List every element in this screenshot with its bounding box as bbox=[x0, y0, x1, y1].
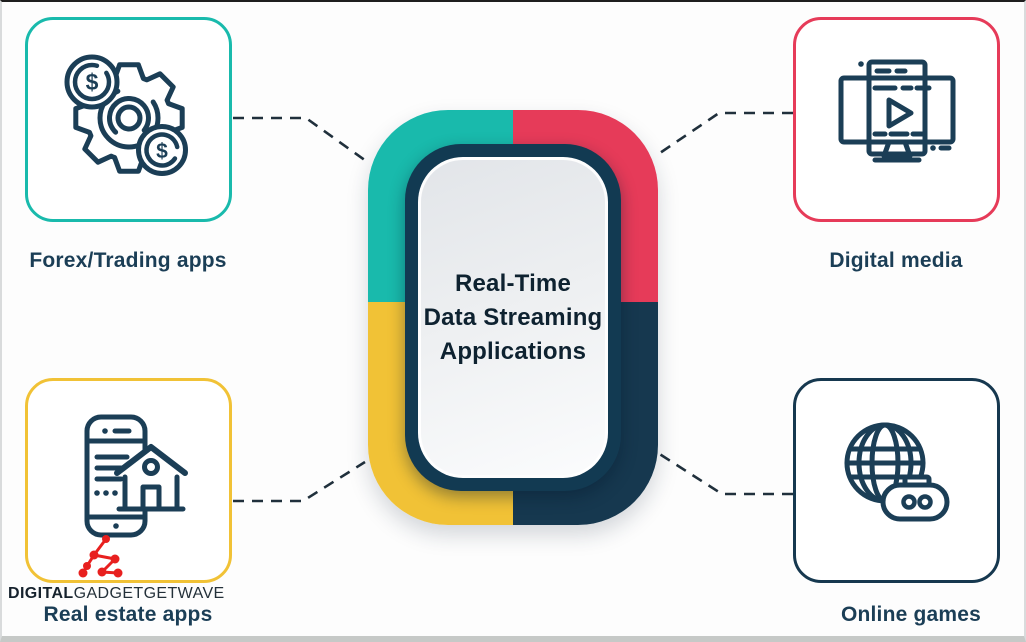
card-digital-media bbox=[793, 17, 1000, 222]
ring-inner-band: Real-Time Data Streaming Applications bbox=[405, 144, 621, 491]
card-forex-trading: $ $ bbox=[25, 17, 232, 222]
connector-bottom-right bbox=[657, 451, 793, 496]
brand-wordmark: DIGITALGADGETGETWAVE bbox=[8, 585, 225, 603]
label-online-games: Online games bbox=[840, 603, 982, 626]
connector-top-right bbox=[656, 111, 793, 157]
brand-wordmark-rest: GADGETGETWAVE bbox=[73, 585, 225, 602]
gears-dollar-coins-icon: $ $ bbox=[64, 54, 188, 176]
gamepad-glyph bbox=[880, 474, 949, 521]
brand-wordmark-bold: DIGITAL bbox=[8, 585, 74, 602]
video-monitor-icon bbox=[838, 59, 955, 162]
card-online-games bbox=[793, 378, 1000, 583]
center-title-line-1: Real-Time bbox=[454, 269, 572, 297]
brand-logo-icon bbox=[78, 535, 123, 578]
svg-text:$: $ bbox=[156, 140, 168, 163]
connector-top-left bbox=[233, 116, 367, 163]
card-real-estate bbox=[25, 378, 232, 583]
dollar-coin-2: $ bbox=[135, 123, 188, 176]
svg-text:$: $ bbox=[85, 69, 98, 95]
globe-gamepad-icon bbox=[844, 422, 949, 521]
center-title-line-2: Data Streaming bbox=[423, 303, 603, 331]
connector-bottom-left bbox=[233, 460, 366, 503]
brand-logo-dots bbox=[78, 535, 123, 578]
label-forex-trading: Forex/Trading apps bbox=[29, 249, 227, 272]
label-real-estate: Real estate apps bbox=[43, 603, 213, 626]
center-ring: Real-Time Data Streaming Applications bbox=[368, 110, 658, 525]
phone-house-icon bbox=[84, 414, 188, 537]
label-digital-media: Digital media bbox=[829, 249, 963, 272]
dollar-coin-1: $ bbox=[64, 54, 119, 109]
house-glyph bbox=[113, 443, 188, 511]
center-title-line-3: Applications bbox=[439, 337, 587, 365]
center-panel: Real-Time Data Streaming Applications bbox=[418, 157, 608, 478]
